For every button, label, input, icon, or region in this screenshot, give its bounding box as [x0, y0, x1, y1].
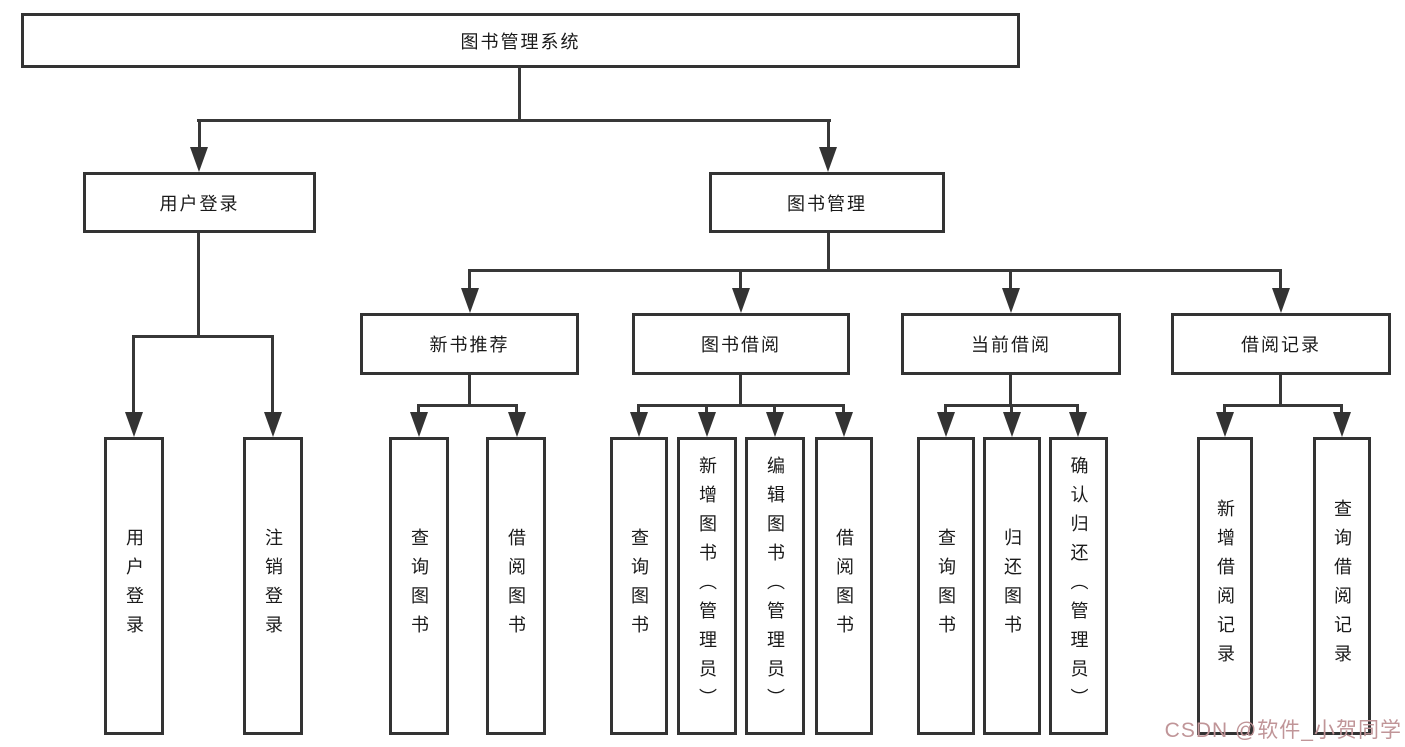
arrowhead-down-icon	[1069, 412, 1087, 437]
connector-stem	[1076, 404, 1079, 418]
arrowhead-down-icon	[1216, 412, 1234, 437]
node-leaf-logout: 注销登录	[243, 437, 303, 735]
node-new-book-recommend-label: 新书推荐	[429, 335, 510, 355]
arrowhead-down-icon	[190, 147, 208, 172]
connector-stem-leaf-logout	[271, 335, 274, 417]
connector-stem	[637, 404, 640, 418]
node-leaf-edit-book-admin: 编辑图书（管理员）	[745, 437, 805, 735]
node-leaf-user-login-label: 用户登录	[124, 528, 144, 644]
arrowhead-down-icon	[698, 412, 716, 437]
arrowhead-down-icon	[835, 412, 853, 437]
arrowhead-down-icon	[508, 412, 526, 437]
node-leaf-edit-book-admin-label: 编辑图书（管理员）	[765, 455, 785, 717]
node-leaf-borrow-book-recommend: 借阅图书	[486, 437, 546, 735]
arrowhead-down-icon	[766, 412, 784, 437]
connector-stem-user-login	[198, 119, 201, 151]
arrowhead-down-icon	[1333, 412, 1351, 437]
node-leaf-logout-label: 注销登录	[263, 528, 283, 644]
node-book-borrow-label: 图书借阅	[701, 335, 781, 355]
node-leaf-query-book-current: 查询图书	[917, 437, 975, 735]
connector-user-login-trunk	[197, 233, 200, 338]
arrowhead-down-icon	[819, 147, 837, 172]
node-borrow-records: 借阅记录	[1171, 313, 1391, 375]
node-leaf-query-book-recommend: 查询图书	[389, 437, 449, 735]
connector-stem-book-management	[827, 119, 830, 151]
node-current-borrow-label: 当前借阅	[971, 335, 1051, 355]
node-leaf-confirm-return-admin-label: 确认归还（管理员）	[1068, 455, 1089, 717]
connector-root-split	[197, 119, 831, 122]
arrowhead-down-icon	[410, 412, 428, 437]
connector-new-book-trunk	[468, 375, 471, 407]
node-book-management: 图书管理	[709, 172, 945, 233]
node-leaf-query-book-recommend-label: 查询图书	[409, 528, 429, 644]
connector-stem-leaf-user-login	[132, 335, 135, 417]
connector-stem	[515, 404, 518, 418]
arrowhead-down-icon	[461, 288, 479, 313]
connector-stem	[842, 404, 845, 418]
node-leaf-add-book-admin: 新增图书（管理员）	[677, 437, 737, 735]
node-book-management-label: 图书管理	[787, 193, 867, 214]
node-leaf-add-book-admin-label: 新增图书（管理员）	[697, 455, 717, 717]
node-user-login-label: 用户登录	[159, 193, 240, 214]
node-leaf-user-login: 用户登录	[104, 437, 164, 735]
node-leaf-query-borrow-record: 查询借阅记录	[1313, 437, 1371, 735]
node-current-borrow: 当前借阅	[901, 313, 1121, 375]
connector-stem-book-borrow	[739, 269, 742, 295]
node-library-system-label: 图书管理系统	[460, 31, 581, 52]
arrowhead-down-icon	[264, 412, 282, 437]
node-new-book-recommend: 新书推荐	[360, 313, 579, 375]
connector-borrow-records-trunk	[1279, 375, 1282, 407]
arrowhead-down-icon	[1002, 288, 1020, 313]
node-leaf-add-borrow-record-label: 新增借阅记录	[1215, 499, 1235, 673]
connector-new-book-split	[417, 404, 518, 407]
node-leaf-return-book: 归还图书	[983, 437, 1041, 735]
connector-book-management-split	[468, 269, 1282, 272]
arrowhead-down-icon	[1272, 288, 1290, 313]
connector-borrow-records-split	[1223, 404, 1343, 407]
connector-root-trunk	[518, 66, 521, 122]
connector-book-management-trunk	[827, 233, 830, 272]
arrowhead-down-icon	[732, 288, 750, 313]
node-leaf-query-book-borrow: 查询图书	[610, 437, 668, 735]
connector-current-borrow-trunk	[1009, 375, 1012, 407]
arrowhead-down-icon	[1003, 412, 1021, 437]
connector-stem	[417, 404, 420, 418]
connector-stem	[1010, 404, 1013, 418]
connector-stem	[1340, 404, 1343, 418]
node-user-login: 用户登录	[83, 172, 316, 233]
node-leaf-query-book-borrow-label: 查询图书	[629, 528, 649, 644]
node-leaf-borrow-book: 借阅图书	[815, 437, 873, 735]
node-book-borrow: 图书借阅	[632, 313, 850, 375]
arrowhead-down-icon	[937, 412, 955, 437]
node-leaf-query-book-current-label: 查询图书	[936, 528, 956, 644]
connector-stem-new-book	[468, 269, 471, 295]
connector-stem	[773, 404, 776, 418]
node-leaf-add-borrow-record: 新增借阅记录	[1197, 437, 1253, 735]
connector-stem	[705, 404, 708, 418]
connector-book-borrow-trunk	[739, 375, 742, 407]
node-leaf-return-book-label: 归还图书	[1002, 528, 1022, 644]
connector-stem-current-borrow	[1009, 269, 1012, 295]
node-borrow-records-label: 借阅记录	[1241, 335, 1321, 355]
connector-stem	[944, 404, 947, 418]
node-leaf-borrow-book-recommend-label: 借阅图书	[506, 528, 526, 644]
node-leaf-query-borrow-record-label: 查询借阅记录	[1332, 499, 1352, 673]
node-library-system: 图书管理系统	[21, 13, 1020, 68]
connector-user-login-split	[132, 335, 274, 338]
csdn-watermark: CSDN @软件_小贺同学	[1164, 719, 1402, 742]
connector-stem-borrow-records	[1279, 269, 1282, 295]
node-leaf-borrow-book-label: 借阅图书	[834, 528, 854, 644]
arrowhead-down-icon	[125, 412, 143, 437]
node-leaf-confirm-return-admin: 确认归还（管理员）	[1049, 437, 1108, 735]
connector-stem	[1223, 404, 1226, 418]
connector-book-borrow-split	[637, 404, 845, 407]
arrowhead-down-icon	[630, 412, 648, 437]
